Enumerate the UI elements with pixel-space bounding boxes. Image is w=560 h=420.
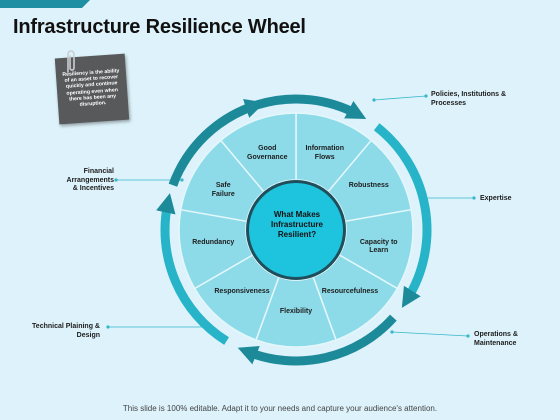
cycle-arrow [156, 193, 229, 345]
segment-label: Resourcefulness [321, 288, 379, 296]
segment-label: Good Governance [247, 145, 288, 161]
label-technical: Technical Plaining & Design [32, 323, 100, 339]
paperclip-icon [67, 50, 75, 73]
cycle-arrow [373, 123, 432, 308]
connector-dot [114, 178, 118, 182]
connector-dot [466, 334, 470, 338]
label-financial: Financial Arrangements & Incentives [66, 168, 114, 192]
segment-label: Flexibility [279, 308, 313, 315]
segment-label: Safe Failure [211, 182, 235, 198]
connector-dot [180, 178, 184, 182]
connector-dot [390, 330, 394, 334]
cycle-arrow [168, 99, 265, 187]
segment-label: Capacity to Learn [359, 238, 398, 255]
connector-line [373, 95, 427, 101]
segment-label: Responsiveness [214, 288, 270, 296]
segment-label: Information Flows [305, 145, 344, 161]
center-label: What Makes Infrastructure Resilient? [270, 210, 323, 239]
label-operations: Operations & Maintenance [474, 331, 518, 347]
corner-accent-stripe [0, 0, 90, 8]
connector-dot [424, 94, 428, 98]
cycle-arrow [237, 314, 397, 366]
label-expertise: Expertise [480, 195, 512, 202]
label-policies: Policies, Institutions & Processes [431, 91, 507, 107]
page-title: Infrastructure Resilience Wheel [13, 16, 306, 38]
segment-label: Redundancy [192, 238, 235, 246]
connector-line [391, 331, 469, 337]
connector-dot [372, 98, 376, 102]
connector-dot [106, 325, 110, 329]
connector-dot [472, 196, 476, 200]
center-circle [249, 183, 343, 277]
segment-label: Robustness [348, 182, 389, 189]
footer-note: This slide is 100% editable. Adapt it to… [122, 404, 438, 413]
